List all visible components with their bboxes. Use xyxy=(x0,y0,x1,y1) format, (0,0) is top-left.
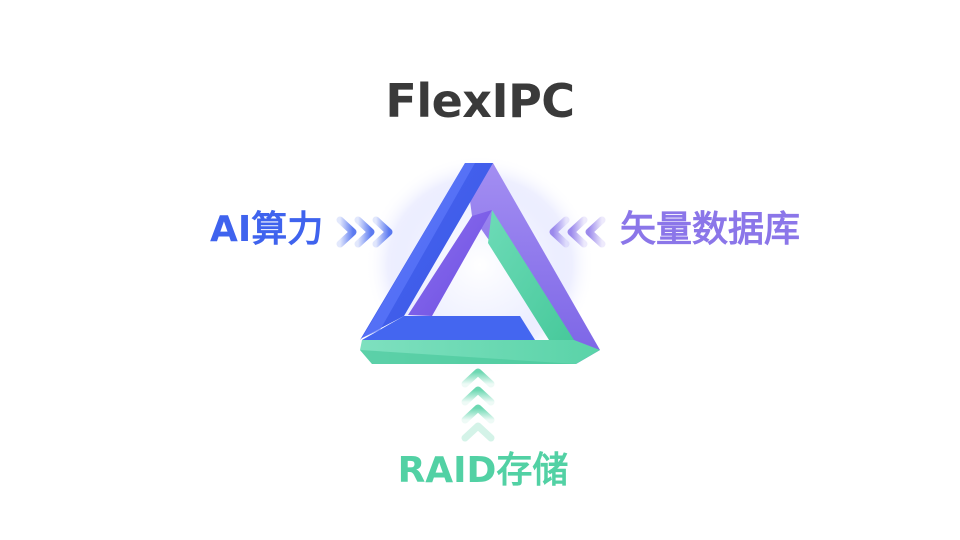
triple-chevron-left-icon xyxy=(549,216,606,248)
diagram-title: FlexIPC xyxy=(385,74,575,128)
raid-storage-label: RAID存储 xyxy=(397,450,569,491)
vector-database-label: 矢量数据库 xyxy=(620,209,801,250)
triple-chevron-up-icon xyxy=(461,368,495,442)
triangle-left-face-highlight xyxy=(362,163,475,338)
triangle-right-face xyxy=(465,163,600,364)
triple-chevron-right-icon xyxy=(336,216,393,248)
ai-compute-label: AI算力 xyxy=(210,209,324,250)
penrose-triangle-icon xyxy=(360,163,600,364)
triangle-bottom-face-shade xyxy=(360,350,576,364)
triangle-inner-green xyxy=(488,210,574,340)
triangle-inner-purple xyxy=(408,210,492,316)
triangle-bottom-inner xyxy=(362,316,535,340)
